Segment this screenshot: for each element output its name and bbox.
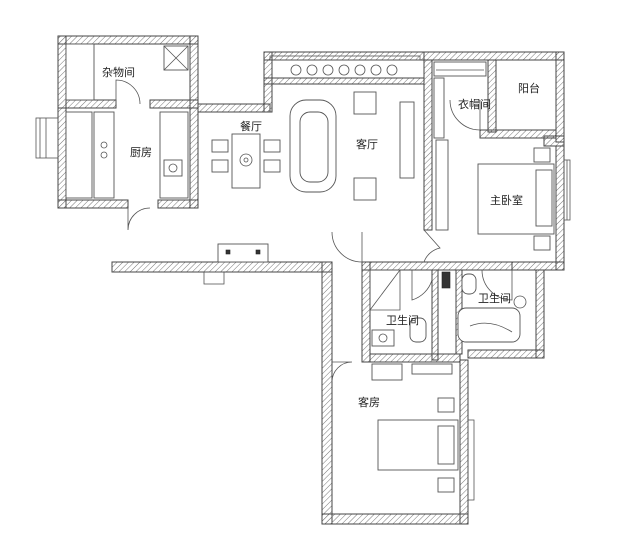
label-kitchen: 厨房 — [130, 146, 152, 159]
label-dining: 餐厅 — [240, 119, 262, 133]
label-guest-room: 客房 — [358, 395, 380, 409]
label-bathroom-1: 卫生间 — [386, 313, 419, 327]
bathroom-furniture — [369, 269, 527, 381]
room-labels: 杂物间 厨房 餐厅 客厅 衣帽间 阳台 主卧室 卫生间 卫生间 客房 — [102, 65, 540, 409]
guest-room-furniture — [377, 363, 459, 493]
label-storage: 杂物间 — [102, 65, 135, 79]
exterior-walls — [57, 35, 565, 525]
label-closet: 衣帽间 — [458, 97, 491, 111]
label-master-bedroom: 主卧室 — [490, 193, 523, 207]
label-bathroom-2: 卫生间 — [478, 291, 511, 305]
bedroom-furniture — [435, 139, 555, 251]
doors — [115, 79, 513, 383]
dining-furniture — [211, 133, 281, 189]
label-living: 客厅 — [356, 137, 378, 151]
kitchen-furniture — [65, 111, 189, 199]
closet-furniture — [433, 61, 487, 139]
planter-row — [290, 64, 398, 76]
windows — [35, 55, 571, 501]
storage-furniture — [65, 43, 189, 101]
label-balcony: 阳台 — [518, 81, 540, 95]
living-furniture — [217, 64, 415, 263]
